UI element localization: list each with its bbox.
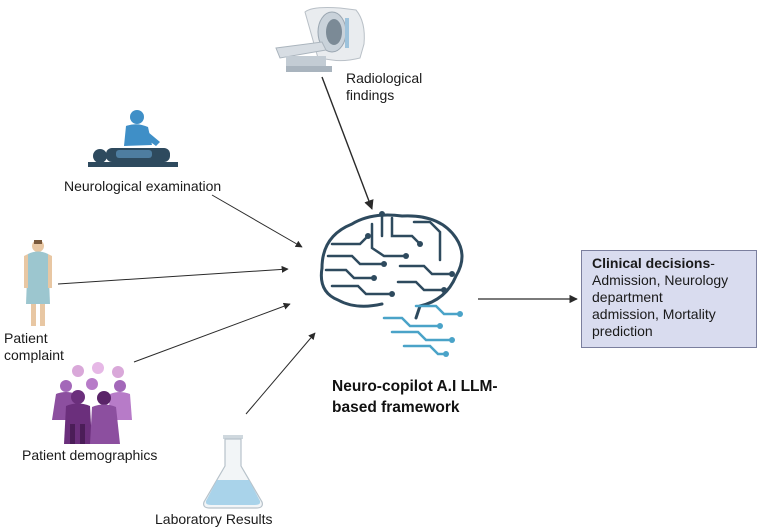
arrow-complaint (57, 265, 289, 285)
label-patient-complaint: Patient complaint (4, 330, 64, 363)
arrow-demographics (133, 302, 291, 363)
decision-line: Admission, Neurology (592, 272, 729, 288)
label-patient-demographics: Patient demographics (22, 447, 158, 463)
arrow-radiological (321, 76, 374, 210)
decision-line: admission, Mortality (592, 306, 716, 322)
mri-scanner-icon (275, 7, 365, 72)
framework-title: Neuro-copilot A.I LLM- based framework (332, 378, 498, 416)
physical-exam-icon (88, 110, 178, 167)
brain-circuit-icon (319, 211, 464, 357)
people-group-icon (52, 362, 132, 444)
label-neuro-exam: Neurological examination (64, 178, 222, 194)
decision-dash: - (710, 255, 715, 271)
lab-flask-icon (203, 435, 263, 509)
label-lab-results: Laboratory Results (155, 511, 273, 527)
decision-heading: Clinical decisions (592, 255, 711, 271)
label-radiological: Radiological findings (346, 70, 423, 103)
arrow-neuro-exam (211, 194, 303, 248)
decision-line: department (592, 289, 663, 305)
clinical-decisions-box: Clinical decisions- Admission, Neurology… (581, 250, 757, 348)
arrow-lab (245, 332, 316, 415)
decision-line: prediction (592, 323, 653, 339)
patient-gown-icon (24, 240, 52, 326)
